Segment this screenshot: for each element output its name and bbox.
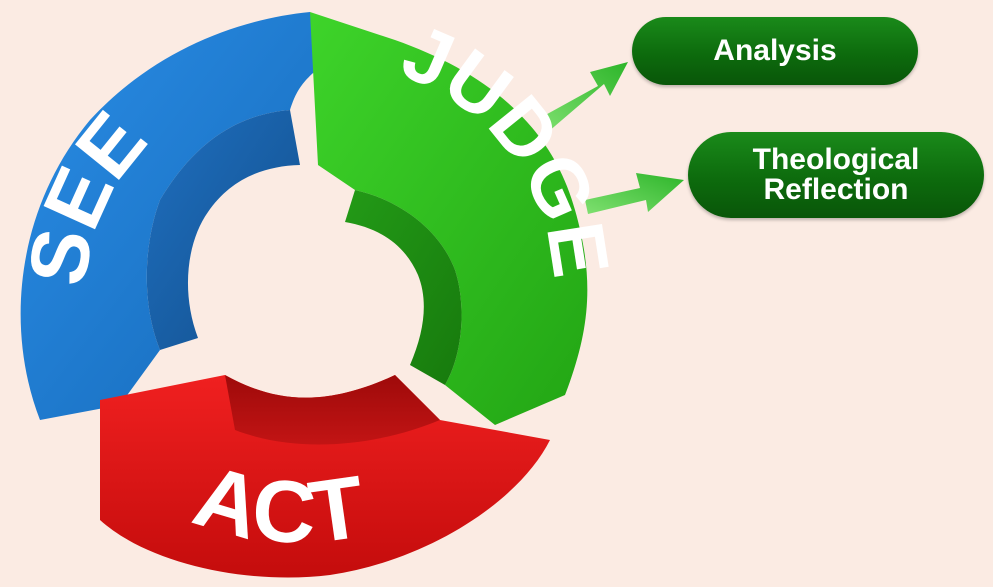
act-segment [100, 375, 550, 578]
arrow-to-analysis-icon [540, 62, 628, 132]
analysis-label: Analysis [713, 34, 837, 67]
reflection-line-2: Reflection [763, 173, 909, 206]
analysis-pill: Analysis [632, 17, 918, 85]
act-label: ACT [184, 445, 370, 562]
arrow-to-reflection-icon [585, 173, 684, 214]
theological-reflection-pill: Theological Reflection [688, 132, 984, 218]
reflection-line-1: Theological [752, 143, 920, 176]
judge-segment [310, 12, 588, 425]
see-segment [20, 12, 330, 420]
